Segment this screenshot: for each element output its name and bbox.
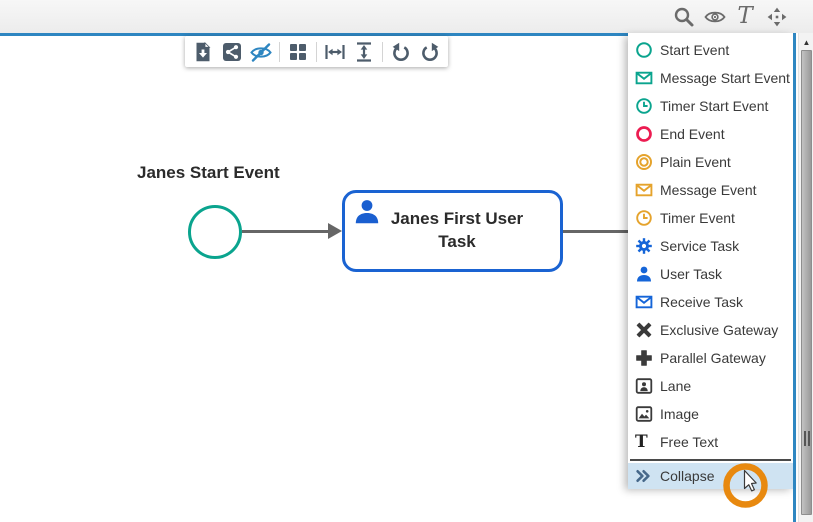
text-tool-glyph: T [737, 3, 753, 29]
message-event-icon [635, 181, 660, 199]
lane-icon [635, 377, 660, 395]
exclusive-gateway-icon [635, 321, 660, 339]
palette-item-end-event[interactable]: End Event [628, 120, 793, 148]
palette-item-collapse[interactable]: Collapse [628, 463, 793, 489]
canvas-toolbar [185, 36, 448, 67]
palette-divider [630, 459, 791, 461]
palette-item-parallel-gateway[interactable]: Parallel Gateway [628, 344, 793, 372]
start-event-icon [635, 41, 660, 59]
palette-item-timer-start-event[interactable]: Timer Start Event [628, 92, 793, 120]
message-start-event-icon [635, 69, 660, 87]
palette-item-message-event[interactable]: Message Event [628, 176, 793, 204]
plain-event-icon [635, 153, 660, 171]
palette-item-exclusive-gateway[interactable]: Exclusive Gateway [628, 316, 793, 344]
timer-event-icon [635, 209, 660, 227]
toolbar-separator [316, 41, 317, 62]
fit-height-button[interactable] [351, 39, 377, 65]
parallel-gateway-icon [635, 349, 660, 367]
share-button[interactable] [219, 39, 245, 65]
move-tool-icon[interactable] [765, 4, 789, 29]
sequence-flow-1[interactable] [242, 230, 330, 233]
hide-overlay-eye-slash-icon[interactable] [248, 39, 274, 65]
toolbar-separator [382, 41, 383, 62]
vertical-scrollbar[interactable]: ▲ [798, 33, 813, 522]
palette-item-start-event[interactable]: Start Event [628, 36, 793, 64]
palette-item-free-text[interactable]: T Free Text [635, 431, 719, 452]
palette-item-lane[interactable]: Lane [628, 372, 793, 400]
text-tool-icon[interactable]: T [734, 4, 758, 29]
palette-item-image[interactable]: Image [628, 400, 793, 428]
shape-palette: Start Event Message Start Event Timer St… [628, 33, 793, 489]
end-event-icon [635, 125, 660, 143]
panel-right-divider [793, 33, 796, 522]
top-header-bar: T [0, 0, 813, 33]
scrollbar-up-arrow[interactable]: ▲ [802, 37, 811, 47]
image-icon [635, 405, 660, 423]
palette-item-service-task[interactable]: Service Task [628, 232, 793, 260]
scrollbar-grip [803, 431, 810, 446]
scrollbar-thumb[interactable] [801, 50, 812, 515]
receive-task-icon [635, 293, 660, 311]
user-task-label: Janes First User Task [390, 209, 524, 251]
export-document-button[interactable] [190, 39, 216, 65]
fit-width-button[interactable] [322, 39, 348, 65]
header-icon-group: T [672, 4, 789, 29]
service-task-gear-icon [635, 237, 660, 255]
search-icon[interactable] [672, 4, 696, 29]
start-event-shape[interactable] [188, 205, 242, 259]
toolbar-separator [279, 41, 280, 62]
redo-button[interactable] [417, 39, 443, 65]
palette-item-message-start-event[interactable]: Message Start Event [628, 64, 793, 92]
free-text-icon: T [635, 431, 648, 452]
visibility-eye-icon[interactable] [703, 4, 727, 29]
user-task-person-icon [355, 200, 379, 224]
sequence-flow-1-arrowhead [328, 223, 342, 239]
undo-button[interactable] [388, 39, 414, 65]
palette-item-timer-event[interactable]: Timer Event [628, 204, 793, 232]
timer-start-event-icon [635, 97, 660, 115]
palette-item-plain-event[interactable]: Plain Event [628, 148, 793, 176]
collapse-chevron-icon [635, 467, 660, 485]
canvas-top-divider [0, 33, 793, 36]
palette-item-receive-task[interactable]: Receive Task [628, 288, 793, 316]
user-task-shape[interactable]: Janes First User Task [342, 190, 563, 272]
start-event-label[interactable]: Janes Start Event [137, 163, 280, 182]
user-task-icon [635, 265, 660, 283]
palette-item-user-task[interactable]: User Task [628, 260, 793, 288]
grid-view-button[interactable] [285, 39, 311, 65]
sequence-flow-2[interactable] [563, 230, 628, 233]
